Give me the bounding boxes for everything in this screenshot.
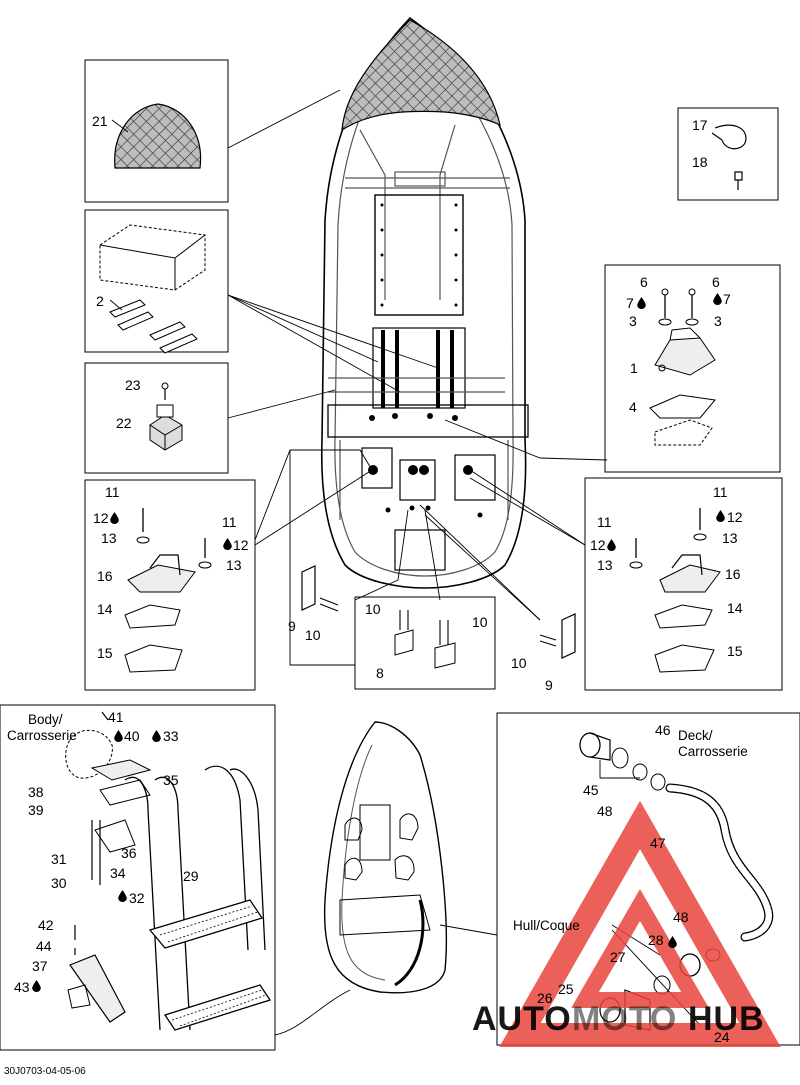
label-26: 26 [537,990,553,1006]
box-mesh-panel [84,59,229,203]
label-44: 44 [36,938,52,954]
label-12-d: 12 [590,537,606,553]
box-eye-right [584,477,783,691]
label-15-b: 15 [727,643,743,659]
label-12-a: 12 [93,510,109,526]
label-3-right: 3 [714,313,722,329]
box-clamp [677,107,779,201]
label-15-a: 15 [97,645,113,661]
box-bumper [84,362,229,474]
label-38: 38 [28,784,44,800]
label-7-left: 7 [626,295,634,311]
label-24: 24 [714,1029,730,1045]
label-42: 42 [38,917,54,933]
reference-code: 30J0703-04-05-06 [4,1066,86,1077]
label-18: 18 [692,154,708,170]
label-13-c: 13 [722,530,738,546]
label-8: 8 [376,665,384,681]
label-13-d: 13 [597,557,613,573]
label-14-b: 14 [727,600,743,616]
label-2: 2 [96,293,104,309]
label-10-box-b: 10 [472,614,488,630]
label-13-a: 13 [101,530,117,546]
label-25: 25 [558,981,574,997]
label-46: 46 [655,722,671,738]
label-7-right: 7 [723,291,731,307]
leader-lines-top [227,89,608,666]
label-23: 23 [125,377,141,393]
watermark-word-moto: MOTO [572,1000,677,1038]
deck-top-view [320,16,529,589]
label-11-b: 11 [222,514,237,530]
caption-body-2: Carrosserie [7,728,77,743]
box-ladder [0,704,276,1051]
label-11-d: 11 [597,514,612,530]
label-3-left: 3 [629,313,637,329]
label-41: 41 [108,709,124,725]
label-22: 22 [116,415,132,431]
label-14-a: 14 [97,601,113,617]
label-1: 1 [630,360,638,376]
label-11-a: 11 [105,484,120,500]
caption-deck-1: Deck/ [678,728,713,743]
label-12-b: 12 [233,537,249,553]
box-pad-kit [84,209,229,354]
right-clip [539,613,576,659]
label-47: 47 [650,835,666,851]
label-16-a: 16 [97,568,113,584]
label-30: 30 [51,875,67,891]
label-33: 33 [163,728,179,744]
label-35: 35 [163,772,179,788]
watermark-triangle-outer [499,800,781,1047]
label-13-b: 13 [226,557,242,573]
label-28: 28 [648,932,664,948]
label-6-left: 6 [640,274,648,290]
watermark-word-hub: HUB [688,1000,765,1038]
watermark-logo [499,800,781,1047]
label-36: 36 [121,845,137,861]
box-cleat-mount [604,264,781,473]
label-48-top: 48 [597,803,613,819]
label-43: 43 [14,979,30,995]
boat-iso-view [274,721,498,1036]
label-40: 40 [124,728,140,744]
label-12-c: 12 [727,509,743,525]
label-34: 34 [110,865,126,881]
label-29: 29 [183,868,199,884]
box-fittings [354,596,496,690]
label-31: 31 [51,851,67,867]
label-27: 27 [610,949,626,965]
box-eye-left [84,479,256,691]
label-32: 32 [129,890,145,906]
label-9-right: 9 [545,677,553,693]
label-9-left: 9 [288,618,296,634]
label-21: 21 [92,113,108,129]
label-48-bottom: 48 [673,909,689,925]
watermark-text: AUTO MOTO HUB [472,1000,765,1038]
part-labels: 21 17 18 2 23 22 6 6 7 7 3 3 1 4 11 12 1… [4,113,748,1077]
label-37: 37 [32,958,48,974]
watermark-triangle-inner [571,889,709,1008]
label-10-right: 10 [511,655,527,671]
caption-hull: Hull/Coque [513,918,580,933]
label-45: 45 [583,782,599,798]
caption-deck-2: Carrosserie [678,744,748,759]
caption-body-1: Body/ [28,712,63,727]
left-clip [301,565,339,612]
label-16-b: 16 [725,566,741,582]
label-6-right: 6 [712,274,720,290]
label-17: 17 [692,117,708,133]
watermark-word-auto: AUTO [472,1000,572,1038]
label-10-box-a: 10 [365,601,381,617]
label-39: 39 [28,802,44,818]
label-4: 4 [629,399,637,415]
label-10-left: 10 [305,627,321,643]
label-11-c: 11 [713,484,728,500]
